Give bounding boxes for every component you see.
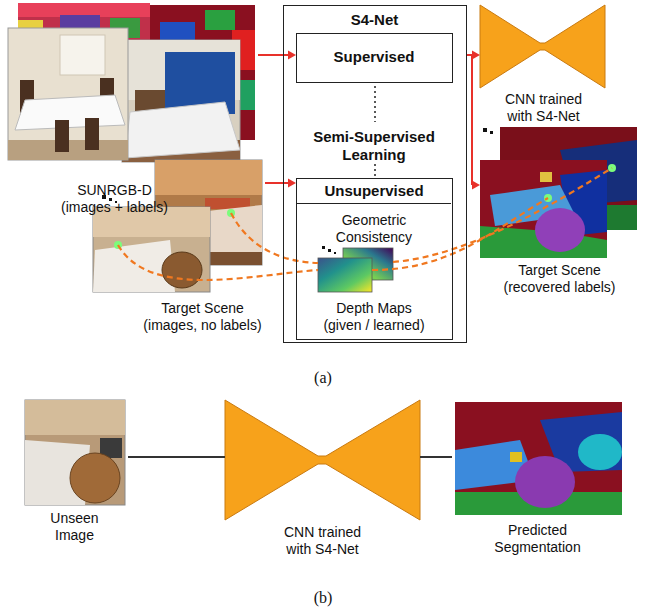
image-group: Target Scene (images, no labels) bbox=[90, 158, 265, 338]
connector-line bbox=[128, 456, 225, 458]
connector bbox=[420, 457, 452, 458]
panel-label: (b) bbox=[306, 588, 340, 607]
photo bbox=[155, 160, 262, 195]
box-title: S4-Net bbox=[284, 11, 465, 29]
arrowhead bbox=[288, 179, 296, 188]
photo bbox=[25, 400, 125, 505]
image-caption: Target Scene (recovered labels) bbox=[497, 262, 622, 296]
photo bbox=[25, 400, 125, 505]
arrowhead bbox=[472, 51, 480, 60]
section-title: Semi-Supervised Learning bbox=[304, 128, 444, 164]
dotted-link bbox=[374, 86, 376, 122]
label-image bbox=[455, 402, 622, 515]
image-caption: Target Scene (images, no labels) bbox=[140, 300, 265, 334]
label-image bbox=[510, 452, 522, 462]
image-caption: Predicted Segmentation bbox=[490, 522, 585, 556]
dotted-link bbox=[374, 164, 376, 177]
correspondence-curve bbox=[118, 245, 318, 280]
photo bbox=[25, 400, 125, 435]
label-image bbox=[578, 434, 622, 470]
label-image bbox=[455, 402, 622, 515]
network-caption: CNN trained with S4-Net bbox=[496, 91, 591, 125]
correspondence-curve bbox=[393, 168, 612, 262]
photo bbox=[8, 28, 128, 160]
network-node: CNN trained with S4-Net bbox=[480, 3, 608, 128]
photo bbox=[162, 252, 202, 288]
photo bbox=[85, 118, 99, 150]
connector-line bbox=[467, 55, 472, 185]
depth-map bbox=[318, 248, 393, 292]
image-caption: SUNRGB-D (images + labels) bbox=[52, 182, 177, 216]
photo bbox=[55, 120, 69, 152]
box-text: Depth Maps (given / learned) bbox=[317, 300, 431, 334]
label-image bbox=[238, 80, 255, 110]
connector-line bbox=[420, 456, 452, 458]
box-title: Supervised bbox=[297, 48, 451, 66]
network-caption: CNN trained with S4-Net bbox=[275, 524, 370, 558]
more-dots bbox=[322, 246, 336, 254]
label-image bbox=[540, 172, 552, 182]
label-image bbox=[18, 3, 150, 17]
label-image bbox=[535, 208, 585, 252]
more-dots bbox=[322, 246, 325, 249]
photo bbox=[8, 28, 128, 160]
photo bbox=[70, 453, 120, 503]
more-dots bbox=[334, 252, 336, 254]
connector bbox=[265, 179, 296, 188]
depth-map bbox=[318, 258, 372, 292]
more-dots bbox=[490, 131, 493, 134]
image-node: Predicted Segmentation bbox=[452, 398, 624, 560]
framework-box: S4-NetSemi-Supervised Learning Supervised… bbox=[283, 5, 467, 343]
process-box: Supervised bbox=[296, 33, 453, 83]
image-node: Unseen Image bbox=[22, 398, 128, 548]
photo bbox=[122, 40, 240, 162]
box-title: Unsupervised bbox=[297, 179, 451, 204]
connector bbox=[128, 457, 225, 458]
connector bbox=[467, 55, 480, 190]
photo bbox=[122, 40, 240, 162]
box-text: Geometric Consistency bbox=[324, 212, 424, 246]
more-dots bbox=[483, 128, 493, 134]
more-dots bbox=[483, 128, 487, 132]
photo bbox=[60, 35, 105, 75]
arrowhead bbox=[472, 181, 480, 190]
correspondence-curve bbox=[231, 213, 318, 263]
connector-line bbox=[265, 182, 288, 184]
label-image bbox=[515, 456, 575, 508]
image-group: Target Scene (recovered labels) bbox=[480, 125, 640, 300]
cnn-bowtie bbox=[225, 400, 420, 520]
image-caption: Unseen Image bbox=[37, 510, 112, 544]
cnn-bowtie bbox=[480, 5, 605, 88]
label-image bbox=[205, 10, 235, 30]
process-box: UnsupervisedGeometric ConsistencyDepth M… bbox=[296, 178, 453, 340]
image-group: SUNRGB-D (images + labels) bbox=[5, 2, 258, 219]
more-dots bbox=[328, 249, 331, 252]
connector bbox=[258, 51, 296, 60]
photo bbox=[15, 95, 125, 130]
network-node: CNN trained with S4-Net bbox=[225, 398, 420, 561]
arrowhead bbox=[288, 51, 296, 60]
photo bbox=[125, 102, 240, 158]
panel-label: (a) bbox=[306, 368, 340, 387]
